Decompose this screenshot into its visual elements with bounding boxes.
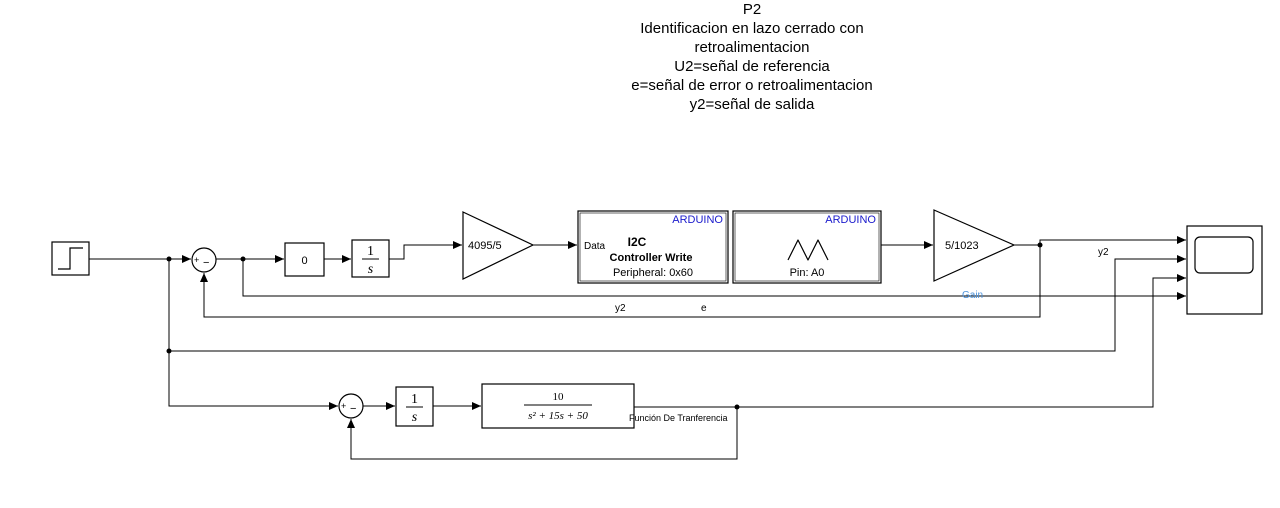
gain-dac-value: 4095/5 xyxy=(468,240,502,252)
annotation-line: Identificacion en lazo cerrado con xyxy=(640,20,864,37)
sum-minus-sign: − xyxy=(203,257,209,269)
analog-wave-icon xyxy=(787,239,829,261)
i2c-title: I2C xyxy=(628,235,647,249)
i2c-subtitle: Controller Write xyxy=(610,252,693,264)
gain-block-dac[interactable]: 4095/5 xyxy=(462,211,535,280)
integrator-numerator: 1 xyxy=(367,244,374,259)
analog-pin-label: Pin: A0 xyxy=(790,267,825,279)
gain-adc-value: 5/1023 xyxy=(945,240,979,252)
tf-numerator: 10 xyxy=(553,391,565,403)
scope-block[interactable] xyxy=(1186,225,1263,315)
annotation-text: P2 Identificacion en lazo cerrado con re… xyxy=(552,0,952,114)
annotation-line: y2=señal de salida xyxy=(689,96,815,113)
gain-block-adc[interactable]: 5/1023 xyxy=(933,209,1016,282)
integrator2-numerator: 1 xyxy=(411,392,418,407)
integrator-denominator: s xyxy=(368,262,374,277)
signal-label-y2-top: y2 xyxy=(1098,247,1109,258)
tf-label: Función De Tranferencia xyxy=(629,413,728,423)
signal-lines xyxy=(89,236,1186,460)
annotation-line: U2=señal de referencia xyxy=(674,58,830,75)
transfer-function-block[interactable]: 10 s² + 15s + 50 Función De Tranferencia xyxy=(481,383,728,429)
sum2-minus-sign: − xyxy=(350,403,356,415)
i2c-write-block[interactable]: ARDUINO Data I2C Controller Write Periph… xyxy=(577,210,729,284)
signal-label-e: e xyxy=(701,303,707,314)
constant-block[interactable]: 0 xyxy=(284,242,325,277)
sum2-plus-sign: + xyxy=(341,401,346,411)
analog-arduino-tag: ARDUINO xyxy=(825,214,876,226)
annotation-line: retroalimentacion xyxy=(694,39,810,56)
branch-points xyxy=(166,242,1043,410)
signal-label-y2-feedback: y2 xyxy=(615,303,626,314)
annotation-line: P2 xyxy=(742,1,762,18)
i2c-port-label: Data xyxy=(584,241,606,252)
integrator-block-1[interactable]: 1 s xyxy=(351,239,390,278)
integrator2-denominator: s xyxy=(412,410,418,425)
i2c-arduino-tag: ARDUINO xyxy=(672,214,723,226)
tf-denominator: s² + 15s + 50 xyxy=(528,410,588,422)
analog-input-block[interactable]: ARDUINO Pin: A0 xyxy=(732,210,882,284)
sum-block-1[interactable]: + − xyxy=(191,247,217,273)
sum-block-2[interactable]: + − xyxy=(338,393,364,419)
i2c-peripheral: Peripheral: 0x60 xyxy=(613,267,693,279)
scope-screen-icon xyxy=(1194,236,1254,274)
integrator-block-2[interactable]: 1 s xyxy=(395,386,434,427)
signal-label-gain: Gain xyxy=(962,290,983,301)
step-block[interactable] xyxy=(51,241,90,276)
sum-plus-sign: + xyxy=(194,255,199,265)
annotation-line: e=señal de error o retroalimentacion xyxy=(631,77,873,94)
constant-value: 0 xyxy=(301,255,307,267)
